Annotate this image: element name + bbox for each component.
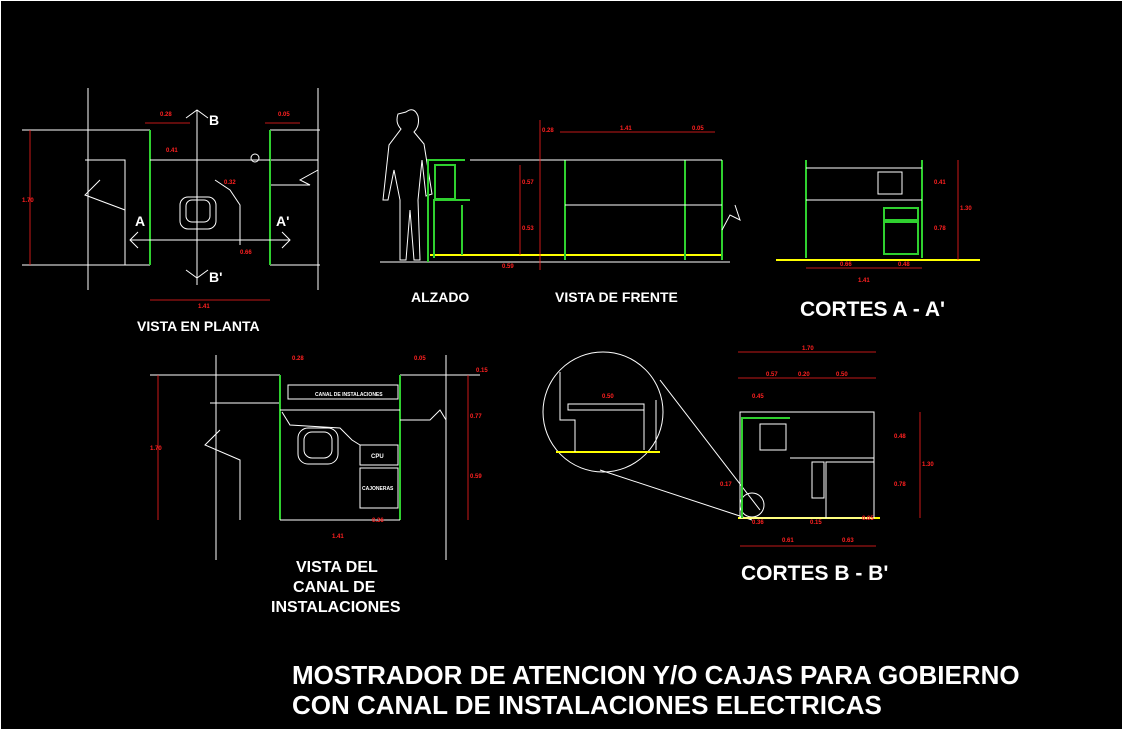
dim-aa-041: 0.41 <box>934 180 946 186</box>
dim-plan-032: 0.32 <box>224 180 236 186</box>
label-alzado: ALZADO <box>411 289 469 305</box>
dim-canal-005: 0.05 <box>414 356 426 362</box>
label-canal-1: VISTA DEL <box>296 559 378 576</box>
dim-bb-057: 0.57 <box>766 372 778 378</box>
dim-bb-050: 0.50 <box>836 372 848 378</box>
dim-aa-048: 0.48 <box>898 262 910 268</box>
elevation-views <box>380 109 741 270</box>
dim-bb-005: 0.05 <box>862 516 874 522</box>
dim-canal-141: 1.41 <box>332 534 344 540</box>
dim-canal-059: 0.59 <box>470 474 482 480</box>
dim-canal-028: 0.28 <box>292 356 304 362</box>
section-a-right: A' <box>276 213 289 229</box>
drawing-title-line1: MOSTRADOR DE ATENCION Y/O CAJAS PARA GOB… <box>292 660 1020 690</box>
dim-aa-130: 1.30 <box>960 206 972 212</box>
section-bb <box>542 351 921 547</box>
cpu-label: CPU <box>371 454 384 460</box>
dim-plan-width: 1.41 <box>198 304 210 310</box>
dim-bb-036: 0.36 <box>752 520 764 526</box>
label-canal-3: INSTALACIONES <box>271 599 401 616</box>
channel-view <box>150 355 480 560</box>
dim-bb-015: 0.15 <box>810 520 822 526</box>
dim-aa-141: 1.41 <box>858 278 870 284</box>
label-cortes-b: CORTES B - B' <box>741 562 888 585</box>
plan-view <box>22 88 320 301</box>
dim-bb-017: 0.17 <box>720 482 732 488</box>
dim-bb-078: 0.78 <box>894 482 906 488</box>
section-b-bottom: B' <box>209 269 222 285</box>
dim-canal-036: 0.36 <box>372 518 384 524</box>
dim-bb-020: 0.20 <box>798 372 810 378</box>
dim-detail-010: 0.50 <box>602 394 614 400</box>
dim-front-028: 0.28 <box>542 128 554 134</box>
dim-bb-063: 0.63 <box>842 538 854 544</box>
label-canal-2: CANAL DE <box>293 579 376 596</box>
dim-plan-height: 1.70 <box>22 198 34 204</box>
dim-alz-053: 0.53 <box>522 226 534 232</box>
label-vista-frente: VISTA DE FRENTE <box>555 289 678 305</box>
dim-canal-077: 0.77 <box>470 414 482 420</box>
section-b-top: B <box>209 112 219 128</box>
dim-alz-057: 0.57 <box>522 180 534 186</box>
dim-canal-015: 0.15 <box>476 368 488 374</box>
label-vista-planta: VISTA EN PLANTA <box>137 318 260 334</box>
dim-plan-041: 0.41 <box>166 148 178 154</box>
dim-canal-170: 1.70 <box>150 446 162 452</box>
dim-bb-130: 1.30 <box>922 462 934 468</box>
dim-front-141: 1.41 <box>620 126 632 132</box>
dim-plan-top-left: 0.28 <box>160 112 172 118</box>
dim-aa-078: 0.78 <box>934 226 946 232</box>
dim-bb-045: 0.45 <box>752 394 764 400</box>
section-aa <box>776 160 980 269</box>
dim-alz-059: 0.59 <box>502 264 514 270</box>
label-cortes-a: CORTES A - A' <box>800 298 945 321</box>
section-a-left: A <box>135 213 145 229</box>
dim-aa-066: 0.66 <box>840 262 852 268</box>
dim-bb-048: 0.48 <box>894 434 906 440</box>
dim-bb-170: 1.70 <box>802 346 814 352</box>
dim-front-005: 0.05 <box>692 126 704 132</box>
dim-bb-061: 0.61 <box>782 538 794 544</box>
dim-plan-top-right: 0.05 <box>278 112 290 118</box>
canal-label: CANAL DE INSTALACIONES <box>315 392 383 398</box>
dim-plan-066: 0.66 <box>240 250 252 256</box>
drawing-title-line2: CON CANAL DE INSTALACIONES ELECTRICAS <box>292 690 882 720</box>
cajoneras-label: CAJONERAS <box>362 486 394 492</box>
